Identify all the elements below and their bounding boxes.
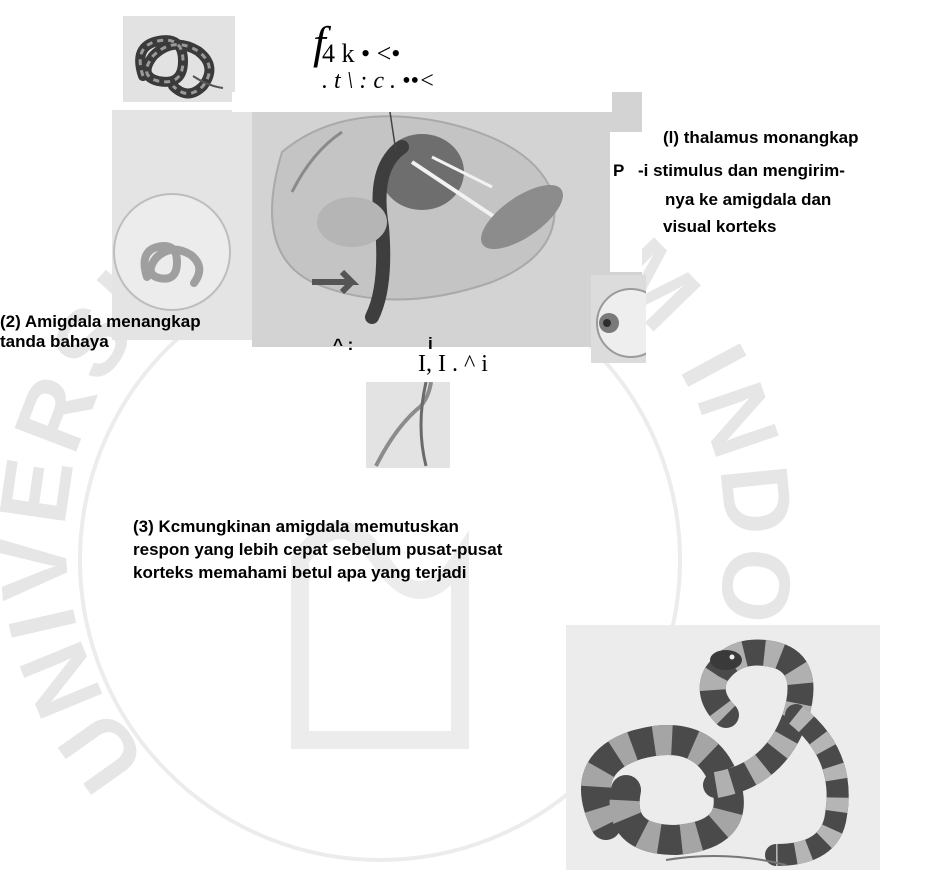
ocr-line-1: 4 k • <• [322, 40, 400, 68]
nerve-fragment [366, 382, 450, 468]
caption-respon-line-2: respon yang lebih cepat sebelum pusat-pu… [133, 539, 502, 560]
caption-amigdala-line-2: tanda bahaya [0, 331, 109, 352]
caption-respon-line-3: korteks memahami betul apa yang terjadi [133, 562, 467, 583]
caption-thalamus-line-3: nya ke amigdala dan [665, 189, 831, 210]
snake-icon-small [123, 16, 235, 102]
caption-amigdala-line-1: (2) Amigdala menangkap [0, 311, 201, 332]
eyeball-illustration [591, 275, 646, 363]
caption-thalamus-line-2: -i stimulus dan mengirim- [638, 160, 845, 181]
caption-thalamus-line-4: visual korteks [663, 216, 776, 237]
caption-thalamus-line-1: (l) thalamus monangkap [663, 127, 859, 148]
ocr-line-2: . t \ : c . ••< [322, 68, 435, 94]
letter-p: P [613, 160, 624, 181]
caption-respon-line-1: (3) Kcmungkinan amigdala memutuskan [133, 516, 459, 537]
coiled-snake-illustration [566, 625, 880, 870]
ocr-mid-lower: I, I . ^ i [418, 351, 488, 377]
ocr-mid-left: ^ : [333, 334, 353, 355]
